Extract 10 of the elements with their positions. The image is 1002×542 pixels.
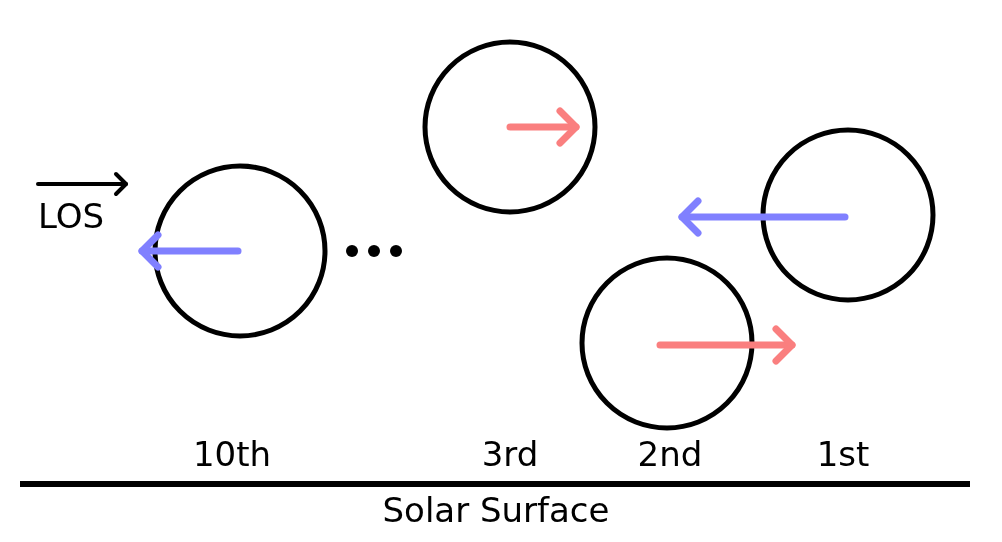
particle-circle: [760, 127, 936, 303]
ordinal-label: 3rd: [481, 434, 539, 474]
ordinal-label: 2nd: [637, 434, 703, 474]
surface-label: Solar Surface: [382, 490, 610, 530]
particle-circle: [152, 163, 328, 339]
los-label: LOS: [38, 196, 105, 236]
ordinal-label: 10th: [192, 434, 272, 474]
ordinal-label: 1st: [816, 434, 870, 474]
particle-circle: [422, 39, 598, 215]
particle-circle: [579, 255, 755, 431]
